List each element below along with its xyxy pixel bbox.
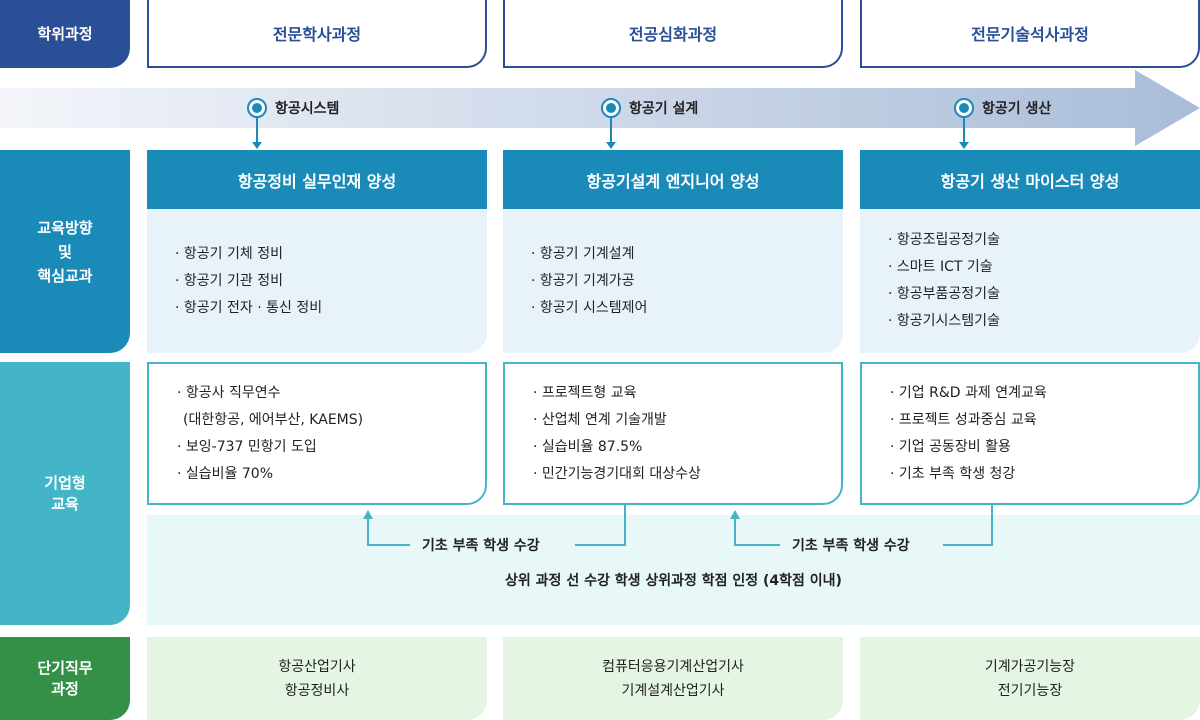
direction-list: 항공기 기계설계 항공기 기계가공 항공기 시스템제어 <box>503 209 843 353</box>
list-item: 기업 R&D 과제 연계교육 <box>890 380 1198 407</box>
direction-list: 항공조립공정기술 스마트 ICT 기술 항공부품공정기술 항공기시스템기술 <box>860 209 1200 353</box>
advance-credit-text: 상위 과정 선 수강 학생 상위과정 학점 인정 (4학점 이내) <box>505 573 842 589</box>
list-item: 프로젝트형 교육 <box>533 380 841 407</box>
target-icon <box>247 98 267 118</box>
list-item: 항공부품공정기술 <box>888 281 1200 308</box>
direction-list: 항공기 기체 정비 항공기 기관 정비 항공기 전자 · 통신 정비 <box>147 209 487 353</box>
basic-course-label: 기초 부족 학생 수강 <box>784 535 918 555</box>
direction-title: 항공정비 실무인재 양성 <box>147 150 487 209</box>
list-item: 항공기 시스템제어 <box>531 295 843 322</box>
progress-arrow <box>0 70 1200 149</box>
list-item: 실습비율 70% <box>177 461 485 488</box>
row-label-short: 단기직무 과정 <box>0 637 130 720</box>
stage-aircraft-production: 항공기 생산 <box>954 98 1051 118</box>
list-item: 항공기 전자 · 통신 정비 <box>175 295 487 322</box>
certificate: 항공산업기사 <box>278 658 356 675</box>
corporate-box: 항공사 직무연수 (대한항공, 에어부산, KAEMS) 보잉-737 민항기 … <box>147 362 487 505</box>
list-item: 항공기시스템기술 <box>888 308 1200 335</box>
degree-master: 전문기술석사과정 <box>860 0 1200 68</box>
row-label-direction: 교육방향 및 핵심교과 <box>0 150 130 353</box>
corporate-box: 프로젝트형 교육 산업체 연계 기술개발 실습비율 87.5% 민간기능경기대회… <box>503 362 843 505</box>
list-item: 항공기 기계설계 <box>531 241 843 268</box>
credit-band <box>147 515 1200 625</box>
list-item: 민간기능경기대회 대상수상 <box>533 461 841 488</box>
list-item: 기업 공동장비 활용 <box>890 434 1198 461</box>
list-item: 기초 부족 학생 청강 <box>890 461 1198 488</box>
list-item: 보잉-737 민항기 도입 <box>177 434 485 461</box>
list-item: 항공사 직무연수 <box>177 380 485 407</box>
row-label-degree: 학위과정 <box>0 0 130 68</box>
direction-title: 항공기설계 엔지니어 양성 <box>503 150 843 209</box>
list-item: 항공기 기관 정비 <box>175 268 487 295</box>
certificate: 전기기능장 <box>997 682 1063 699</box>
list-item: 스마트 ICT 기술 <box>888 254 1200 281</box>
degree-associate: 전문학사과정 <box>147 0 487 68</box>
target-icon <box>954 98 974 118</box>
list-item: 항공기 기체 정비 <box>175 241 487 268</box>
stage-label: 항공시스템 <box>275 101 340 117</box>
list-item: 산업체 연계 기술개발 <box>533 407 841 434</box>
list-item: 항공조립공정기술 <box>888 227 1200 254</box>
list-item: 프로젝트 성과중심 교육 <box>890 407 1198 434</box>
list-item: 항공기 기계가공 <box>531 268 843 295</box>
direction-title: 항공기 생산 마이스터 양성 <box>860 150 1200 209</box>
degree-advanced: 전공심화과정 <box>503 0 843 68</box>
corporate-box: 기업 R&D 과제 연계교육 프로젝트 성과중심 교육 기업 공동장비 활용 기… <box>860 362 1200 505</box>
list-item-sub: (대한항공, 에어부산, KAEMS) <box>183 412 364 428</box>
list-item: 실습비율 87.5% <box>533 434 841 461</box>
target-icon <box>601 98 621 118</box>
stage-label: 항공기 설계 <box>629 101 699 117</box>
certificate: 항공정비사 <box>284 682 350 699</box>
row-label-corporate: 기업형 교육 <box>0 362 130 625</box>
stage-aircraft-system: 항공시스템 <box>247 98 339 118</box>
basic-course-label: 기초 부족 학생 수강 <box>414 535 548 555</box>
stage-aircraft-design: 항공기 설계 <box>601 98 698 118</box>
certificate: 기계설계산업기사 <box>621 682 725 699</box>
certificate: 컴퓨터응용기계산업기사 <box>602 658 744 675</box>
stage-label: 항공기 생산 <box>982 101 1052 117</box>
certificate: 기계가공기능장 <box>984 658 1076 675</box>
